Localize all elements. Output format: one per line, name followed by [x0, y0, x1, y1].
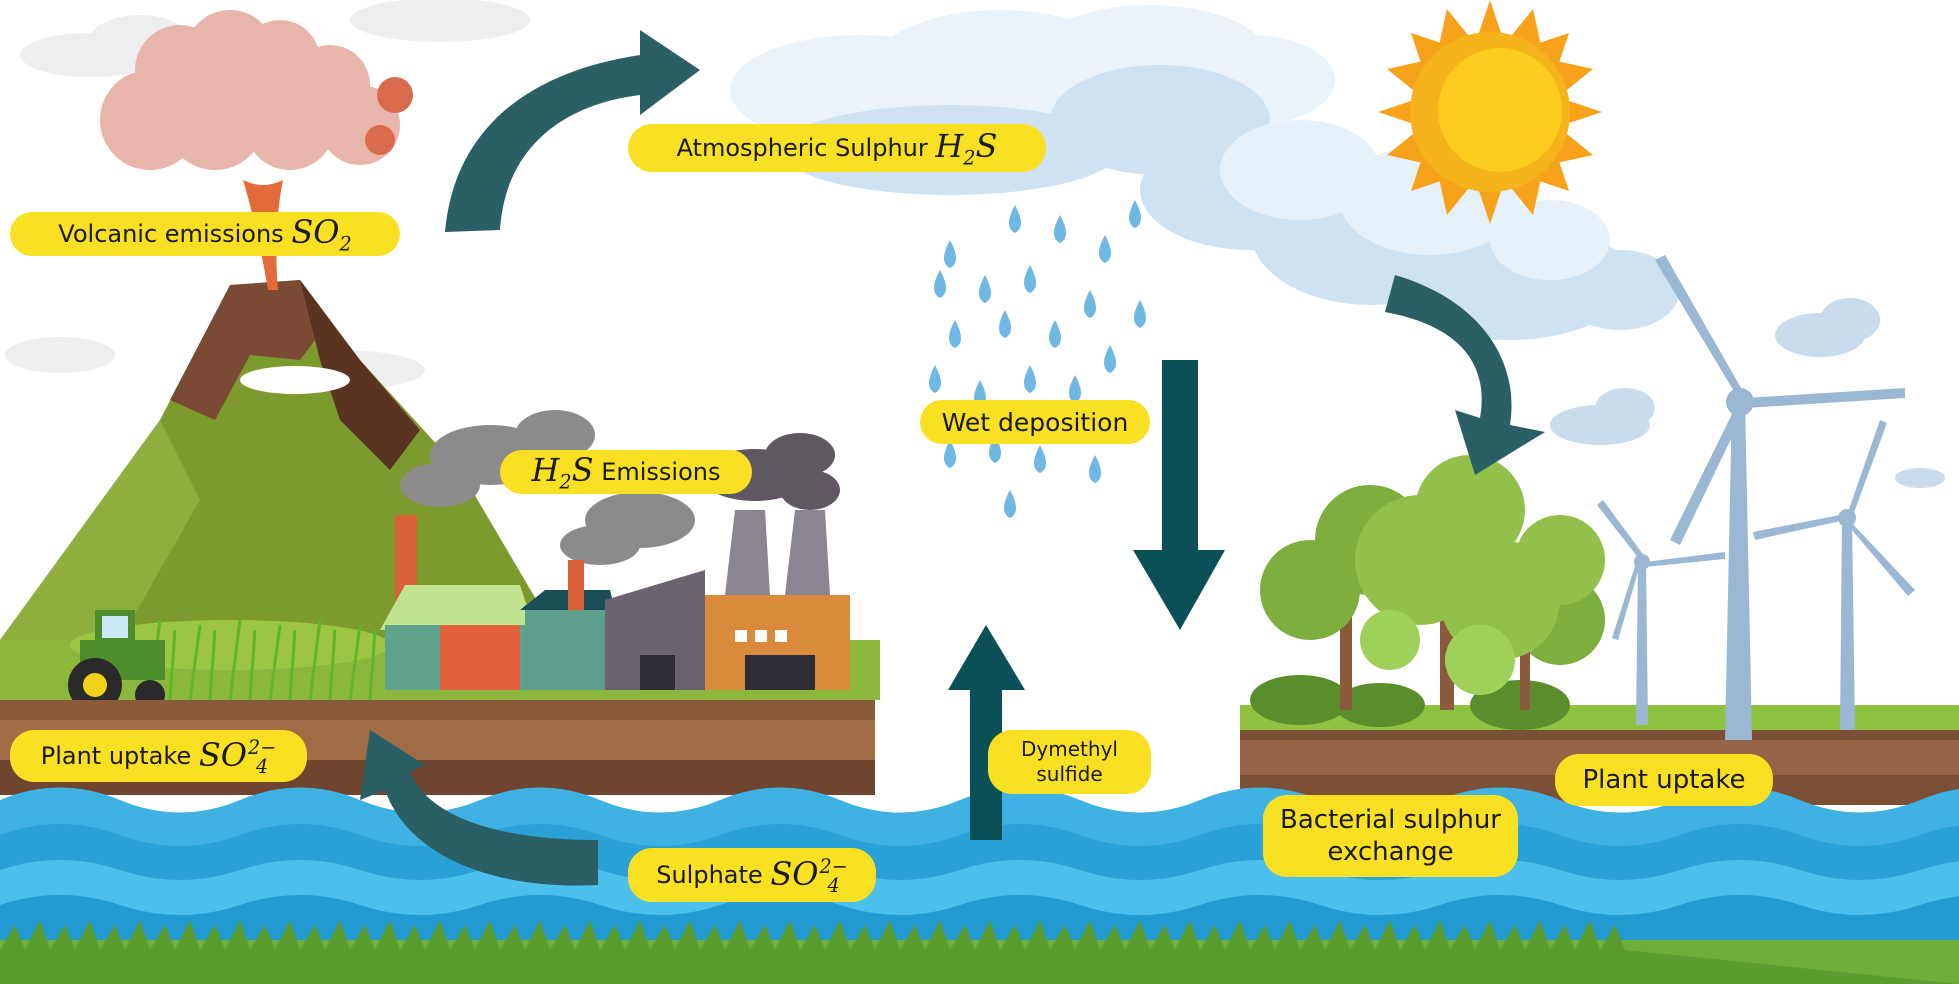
label-text: Plant uptake	[1582, 765, 1746, 795]
arrow-cloud-to-land	[1385, 275, 1545, 475]
label-text: Emissions	[601, 458, 721, 486]
volcano-icon	[0, 10, 560, 640]
cycle-arrows	[360, 30, 1545, 886]
grass-strip	[0, 920, 1959, 984]
label-dymethyl-sulfide: Dymethyl sulfide	[988, 730, 1151, 794]
label-h2s-emissions: H2S Emissions	[500, 450, 752, 494]
label-wet-deposition: Wet deposition	[920, 400, 1150, 444]
label-line-1: Dymethyl	[1021, 737, 1118, 761]
label-volcanic-emissions: Volcanic emissions SO2	[10, 212, 400, 256]
label-plant-uptake-right: Plant uptake	[1555, 754, 1773, 806]
label-text: Atmospheric Sulphur	[676, 134, 928, 162]
label-bacterial-sulphur-exchange: Bacterial sulphur exchange	[1263, 795, 1518, 877]
label-text: Volcanic emissions	[58, 220, 284, 248]
wind-turbine-icon	[1597, 255, 1915, 740]
label-atmospheric-sulphur: Atmospheric Sulphur H2S	[628, 124, 1046, 172]
label-line-2: sulfide	[1036, 762, 1103, 786]
arrow-wet-deposition	[1133, 360, 1225, 630]
label-line-1: Bacterial sulphur	[1280, 804, 1501, 835]
tractor-icon	[68, 610, 165, 712]
label-text: Wet deposition	[941, 407, 1129, 437]
arrow-volcano-to-atmosphere	[445, 30, 700, 232]
label-text: Plant uptake	[40, 742, 192, 770]
label-text: Sulphate	[656, 861, 763, 889]
sun-icon	[1378, 0, 1602, 224]
arrow-dymethyl-sulfide	[948, 625, 1025, 840]
label-line-2: exchange	[1327, 837, 1454, 867]
formula-so2: SO2	[291, 212, 352, 256]
tree-icon	[1250, 455, 1605, 730]
arrow-sulphate-to-plant	[360, 730, 598, 886]
formula-h2s: H2S	[531, 450, 594, 494]
formula-h2s: H2S	[935, 126, 998, 170]
